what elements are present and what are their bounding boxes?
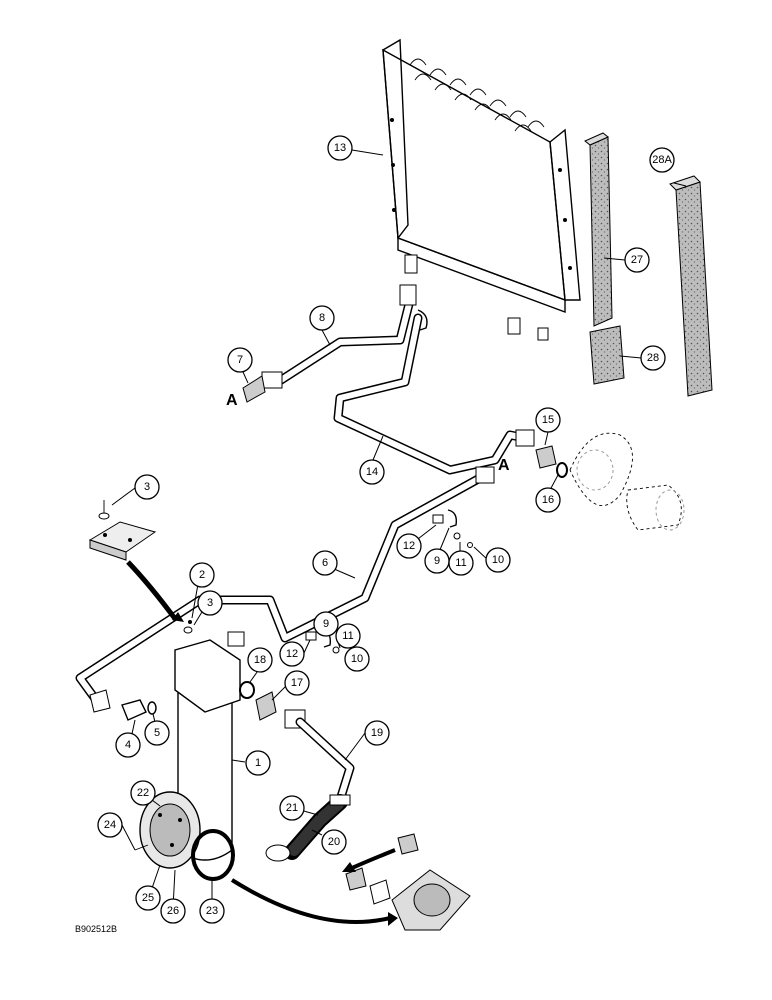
callout-11-upper: 11: [448, 550, 474, 576]
fitting-15: [535, 445, 568, 478]
svg-text:14: 14: [366, 466, 378, 478]
figure-reference: B902512B: [75, 924, 117, 934]
bracket-3: [88, 500, 184, 622]
svg-text:6: 6: [322, 557, 328, 569]
svg-text:8: 8: [319, 312, 325, 324]
svg-text:7: 7: [237, 354, 243, 366]
oring-18: [239, 681, 255, 699]
valve-plate: [391, 869, 471, 931]
svg-text:12: 12: [403, 540, 415, 552]
callout-24: 24: [97, 812, 123, 838]
callout-28A: 28A: [649, 147, 675, 173]
tube-8: [273, 284, 428, 387]
cover-22: [134, 791, 201, 869]
svg-text:3: 3: [144, 481, 150, 493]
svg-text:4: 4: [125, 739, 131, 751]
seal-28A: [669, 175, 713, 397]
svg-text:27: 27: [631, 254, 643, 266]
svg-text:22: 22: [137, 787, 149, 799]
drain-fittings: [342, 833, 419, 905]
svg-text:2: 2: [199, 569, 205, 581]
svg-text:19: 19: [371, 727, 383, 739]
svg-text:23: 23: [206, 905, 218, 917]
callout-3-lower: 3: [197, 590, 223, 616]
callout-5: 5: [144, 720, 170, 746]
svg-text:25: 25: [142, 892, 154, 904]
callout-2: 2: [189, 562, 215, 588]
svg-text:1: 1: [255, 757, 261, 769]
callout-16: 16: [535, 487, 561, 513]
connection-label-a-left: A: [226, 392, 238, 409]
seal-28: [589, 325, 625, 385]
hose-19: [284, 709, 355, 805]
callout-9-lower: 9: [313, 611, 339, 637]
callout-4: 4: [115, 732, 141, 758]
callout-13: 13: [327, 135, 353, 161]
callout-18: 18: [247, 647, 273, 673]
callout-8: 8: [309, 305, 335, 331]
callout-26: 26: [160, 898, 186, 924]
callout-12-lower: 12: [279, 641, 305, 667]
svg-text:5: 5: [154, 727, 160, 739]
callout-7: 7: [227, 347, 253, 373]
clamp-upper: [432, 509, 473, 548]
tube-6: [75, 466, 495, 713]
svg-text:11: 11: [455, 557, 466, 569]
svg-text:13: 13: [334, 142, 346, 154]
oring-23: [191, 829, 235, 881]
callout-11-lower: 11: [335, 623, 361, 649]
callout-23: 23: [199, 898, 225, 924]
connection-label-a-right: A: [498, 457, 510, 474]
svg-text:20: 20: [328, 836, 340, 848]
callout-9-upper: 9: [424, 548, 450, 574]
callout-27: 27: [624, 247, 650, 273]
callout-25: 25: [135, 885, 161, 911]
svg-text:21: 21: [286, 802, 298, 814]
callout-3-upper: 3: [134, 474, 160, 500]
callout-6: 6: [312, 550, 338, 576]
tube-14: [333, 313, 535, 475]
condenser: [382, 38, 581, 341]
svg-text:9: 9: [434, 555, 440, 567]
callout-10-lower: 10: [344, 646, 370, 672]
svg-text:26: 26: [167, 905, 179, 917]
svg-text:11: 11: [342, 630, 353, 642]
callout-10-upper: 10: [485, 547, 511, 573]
hose-20: [265, 794, 351, 862]
compressor-outline: [569, 432, 685, 531]
svg-text:24: 24: [104, 819, 116, 831]
assembly-arrowhead: [388, 912, 398, 926]
callout-14: 14: [359, 459, 385, 485]
callout-28: 28: [640, 345, 666, 371]
callout-12-upper: 12: [396, 533, 422, 559]
callout-21: 21: [279, 795, 305, 821]
fitting-4: [121, 699, 157, 721]
svg-text:18: 18: [254, 654, 266, 666]
callout-15: 15: [535, 407, 561, 433]
callout-22: 22: [130, 780, 156, 806]
svg-text:17: 17: [291, 677, 303, 689]
svg-text:10: 10: [492, 554, 504, 566]
callout-1: 1: [245, 750, 271, 776]
fitting-7: [242, 371, 283, 403]
callout-17: 17: [284, 670, 310, 696]
svg-text:16: 16: [542, 494, 554, 506]
svg-text:15: 15: [542, 414, 554, 426]
svg-text:28: 28: [647, 352, 659, 364]
svg-text:9: 9: [323, 618, 329, 630]
seal-27: [584, 132, 613, 327]
assembly-arrow: [230, 878, 391, 924]
svg-text:10: 10: [351, 653, 363, 665]
fitting-17: [255, 691, 277, 721]
callout-20: 20: [321, 829, 347, 855]
callout-19: 19: [364, 720, 390, 746]
svg-text:3: 3: [207, 597, 213, 609]
svg-text:28A: 28A: [652, 154, 672, 166]
svg-text:12: 12: [286, 648, 298, 660]
